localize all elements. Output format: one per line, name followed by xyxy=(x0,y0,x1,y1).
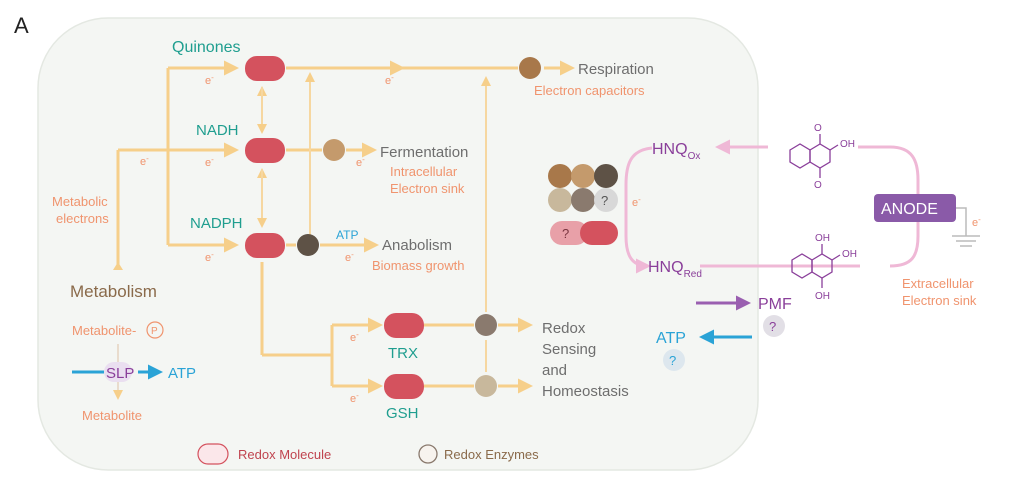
atp-question-circle xyxy=(663,349,685,371)
metabolite-label: Metabolite xyxy=(82,408,142,423)
slp-atp-label: ATP xyxy=(168,365,196,382)
hnq-red-oh-top: OH xyxy=(815,233,830,244)
electron-labels: e- e- e- e- e- e- e- e- e- e- e- xyxy=(140,73,981,405)
phosphate-circle xyxy=(146,321,164,339)
hnq-red-label: HNQRed xyxy=(648,259,702,280)
legend-molecule-swatch xyxy=(197,443,229,465)
svg-text:e-: e- xyxy=(972,215,981,229)
redox-label-3: and xyxy=(542,362,567,379)
legend-enzyme-label: Redox Enzymes xyxy=(444,447,539,462)
anabolism-label: Anabolism xyxy=(382,237,452,254)
redox-label-4: Homeostasis xyxy=(542,383,629,400)
ext-sink-2: Electron sink xyxy=(902,293,977,308)
respiration-enzyme xyxy=(519,57,541,79)
trx-enzyme xyxy=(475,314,497,336)
external-loop xyxy=(624,139,980,274)
quinones-label: Quinones xyxy=(172,39,241,56)
svg-text:?: ? xyxy=(562,226,569,241)
nadh-molecule xyxy=(245,138,285,163)
anode-label: ANODE xyxy=(881,201,938,218)
svg-text:e-: e- xyxy=(356,155,365,169)
anabolism-atp: ATP xyxy=(336,228,358,242)
nadh-label: NADH xyxy=(196,122,239,139)
hnq-red-structure xyxy=(791,244,841,288)
hnq-ox-label: HNQOx xyxy=(652,141,700,162)
slp-badge xyxy=(104,362,132,382)
svg-text:e-: e- xyxy=(350,330,359,344)
metabolism-label: Metabolism xyxy=(70,282,157,301)
metabolite-p-label: Metabolite- xyxy=(72,323,136,338)
svg-text:e-: e- xyxy=(205,155,214,169)
svg-text:e-: e- xyxy=(385,73,394,87)
fermentation-label: Fermentation xyxy=(380,144,468,161)
ext-sink-1: Extracellular xyxy=(902,276,974,291)
fermentation-sub-2: Electron sink xyxy=(390,181,465,196)
hnq-ox-structure xyxy=(789,134,839,178)
redox-label-2: Sensing xyxy=(542,341,596,358)
quinones-molecule xyxy=(245,56,285,81)
nadph-molecule xyxy=(245,233,285,258)
metabolic-electrons-2: electrons xyxy=(56,211,109,226)
atp-label: ATP xyxy=(656,330,686,347)
respiration-label: Respiration xyxy=(578,61,654,78)
slp-label: SLP xyxy=(106,365,134,382)
anabolism-enzyme xyxy=(297,234,319,256)
legend-molecule-label: Redox Molecule xyxy=(238,447,331,462)
pmf-question: ? xyxy=(769,319,776,334)
atp-question: ? xyxy=(669,353,676,368)
anabolism-sub: Biomass growth xyxy=(372,258,464,273)
svg-text:e-: e- xyxy=(632,195,641,209)
nadph-label: NADPH xyxy=(190,215,243,232)
hnq-ox-oh: OH xyxy=(840,139,855,150)
panel-label: A xyxy=(14,13,29,38)
hnq-red-oh-bottom: OH xyxy=(815,291,830,302)
svg-text:e-: e- xyxy=(345,250,354,264)
gsh-molecule xyxy=(384,374,424,399)
cell-outline xyxy=(37,17,759,471)
svg-text:e-: e- xyxy=(140,154,149,168)
anode-box xyxy=(874,194,956,222)
trx-molecule xyxy=(384,313,424,338)
electron-flow-lines xyxy=(113,60,575,400)
phosphate-symbol: P xyxy=(151,326,158,337)
svg-text:?: ? xyxy=(601,193,608,208)
hnq-ox-o-bottom: O xyxy=(814,180,822,191)
pmf-label: PMF xyxy=(758,296,792,313)
redox-cluster: ? ? xyxy=(548,164,618,245)
respiration-sub: Electron capacitors xyxy=(534,83,645,98)
pmf-question-circle xyxy=(763,315,785,337)
svg-text:e-: e- xyxy=(205,250,214,264)
legend-enzyme-swatch xyxy=(418,444,438,464)
hnq-red-oh-side: OH xyxy=(842,249,857,260)
svg-text:e-: e- xyxy=(205,73,214,87)
trx-label: TRX xyxy=(388,345,418,362)
gsh-enzyme xyxy=(475,375,497,397)
fermentation-sub-1: Intracellular xyxy=(390,164,458,179)
fermentation-enzyme xyxy=(323,139,345,161)
hnq-ox-o-top: O xyxy=(814,123,822,134)
redox-label-1: Redox xyxy=(542,320,586,337)
svg-text:e-: e- xyxy=(350,391,359,405)
metabolic-electrons-1: Metabolic xyxy=(52,194,108,209)
gsh-label: GSH xyxy=(386,405,419,422)
